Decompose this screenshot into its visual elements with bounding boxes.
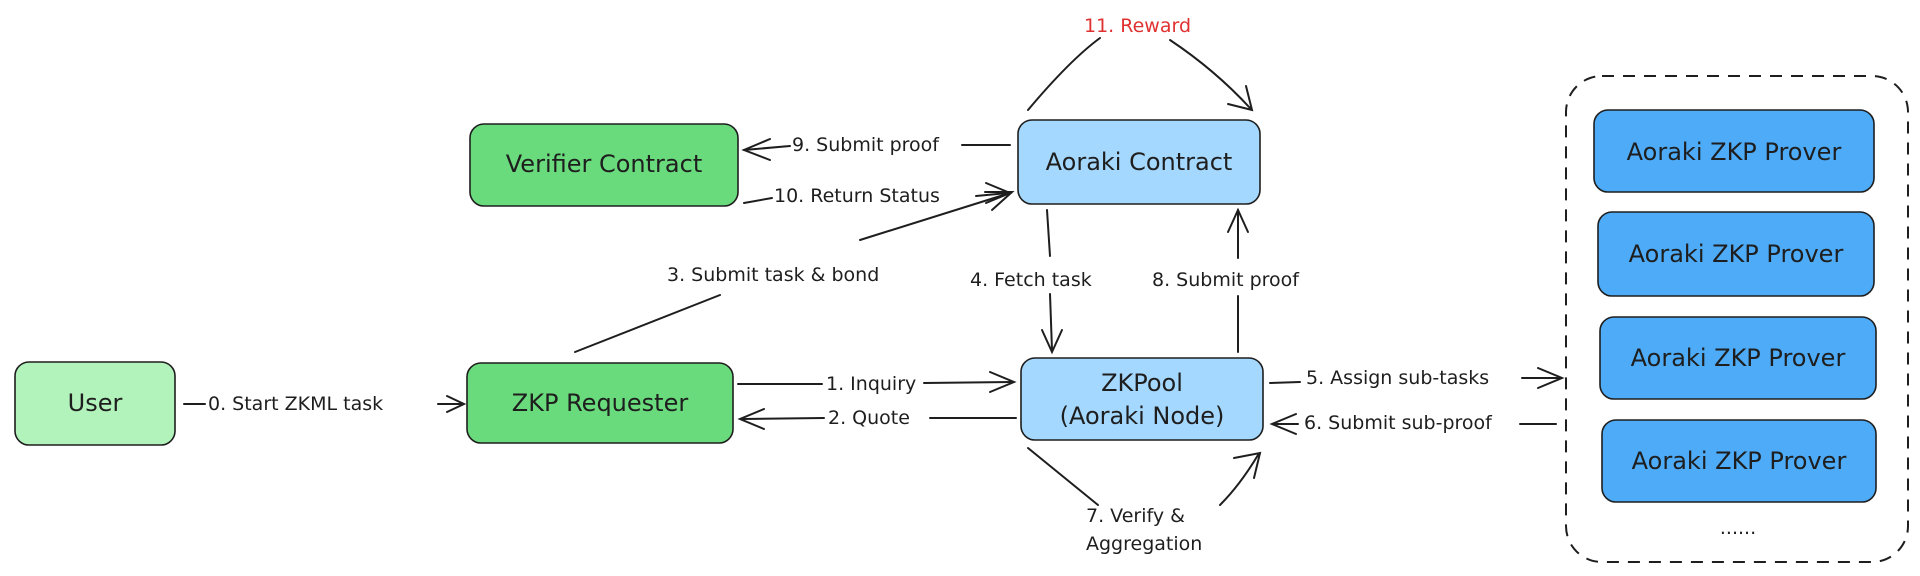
node-aoraki-contract-box — [1017, 119, 1261, 205]
prover-node-2: Aoraki ZKP Prover — [1597, 211, 1875, 297]
edge-submit-proof-to-verifier: 9. Submit proof — [741, 134, 1011, 161]
edge-submit-task-bond: 3. Submit task & bond — [574, 191, 1015, 353]
prover-node-1: Aoraki ZKP Prover — [1593, 109, 1875, 193]
edge-label-inquiry: 1. Inquiry — [826, 373, 916, 395]
node-zkp-requester-box — [466, 362, 734, 444]
prover-node-3-label: Aoraki ZKP Prover — [1631, 344, 1846, 372]
node-aoraki-contract: Aoraki Contract — [1017, 119, 1261, 205]
edge-start-zkml-task: 0. Start ZKML task — [183, 393, 467, 415]
prover-group-container — [1565, 75, 1909, 563]
prover-node-4-label: Aoraki ZKP Prover — [1632, 447, 1847, 475]
node-zkpool-box — [1020, 357, 1264, 441]
edge-label-assign-sub-tasks: 5. Assign sub-tasks — [1306, 367, 1489, 389]
prover-node-1-label: Aoraki ZKP Prover — [1627, 138, 1842, 166]
node-verifier-contract-box — [469, 123, 739, 207]
node-verifier-contract-label: Verifier Contract — [506, 150, 702, 178]
prover-group: Aoraki ZKP Prover Aoraki ZKP Prover Aora… — [1565, 75, 1909, 563]
prover-node-3: Aoraki ZKP Prover — [1599, 316, 1877, 400]
node-zkpool-label-line2: (Aoraki Node) — [1060, 402, 1225, 430]
edge-inquiry: 1. Inquiry — [737, 371, 1017, 395]
node-zkp-requester: ZKP Requester — [466, 362, 734, 444]
node-verifier-contract: Verifier Contract — [469, 123, 739, 207]
node-user: User — [14, 361, 176, 446]
edge-label-start-zkml-task: 0. Start ZKML task — [208, 393, 383, 415]
node-user-label: User — [68, 389, 123, 417]
edge-label-verify-line2: Aggregation — [1086, 533, 1202, 555]
edge-label-submit-proof-to-contract: 8. Submit proof — [1152, 269, 1300, 291]
edge-fetch-task: 4. Fetch task — [970, 209, 1092, 355]
edge-return-status: 10. Return Status — [743, 182, 1013, 207]
edge-quote: 2. Quote — [737, 407, 1017, 430]
node-zkpool: ZKPool (Aoraki Node) — [1020, 357, 1264, 441]
node-zkpool-label-line1: ZKPool — [1101, 369, 1183, 397]
edge-label-submit-sub-proof: 6. Submit sub-proof — [1304, 412, 1493, 434]
edge-label-submit-proof-to-verifier: 9. Submit proof — [792, 134, 940, 156]
edge-label-fetch-task: 4. Fetch task — [970, 269, 1092, 291]
node-aoraki-contract-label: Aoraki Contract — [1046, 148, 1233, 176]
edge-reward: 11. Reward — [1027, 15, 1254, 112]
prover-node-4: Aoraki ZKP Prover — [1601, 419, 1877, 503]
edge-label-verify-line1: 7. Verify & — [1086, 505, 1185, 527]
prover-node-2-label: Aoraki ZKP Prover — [1629, 240, 1844, 268]
edge-label-submit-task-bond: 3. Submit task & bond — [667, 264, 879, 286]
edge-label-quote: 2. Quote — [828, 407, 910, 429]
node-zkp-requester-label: ZKP Requester — [512, 389, 689, 417]
edge-submit-sub-proof: 6. Submit sub-proof — [1269, 412, 1557, 435]
prover-more-ellipsis: ...... — [1720, 517, 1756, 539]
edge-label-return-status: 10. Return Status — [774, 185, 940, 207]
edge-label-reward: 11. Reward — [1084, 15, 1191, 37]
edge-verify-aggregation: 7. Verify & Aggregation — [1027, 447, 1262, 555]
edge-submit-proof-to-contract: 8. Submit proof — [1152, 207, 1300, 353]
edge-assign-sub-tasks: 5. Assign sub-tasks — [1269, 367, 1565, 389]
node-user-box — [14, 361, 176, 446]
